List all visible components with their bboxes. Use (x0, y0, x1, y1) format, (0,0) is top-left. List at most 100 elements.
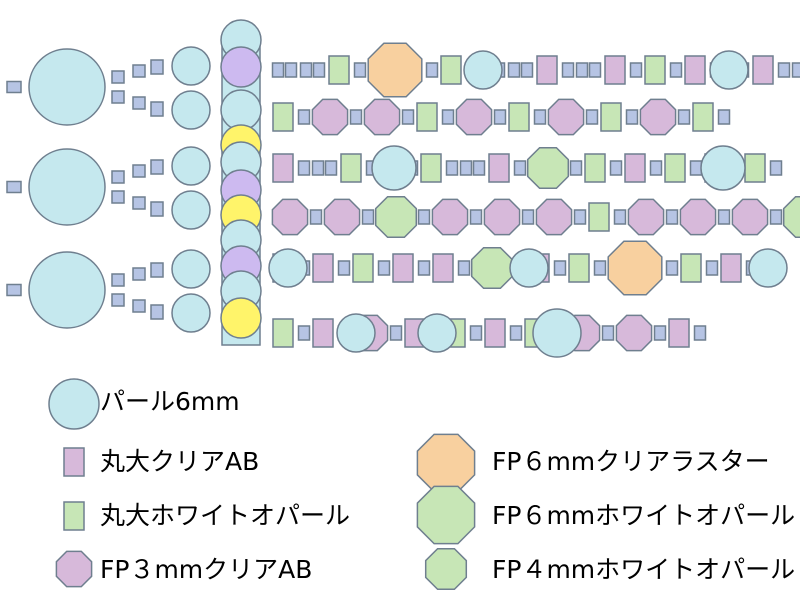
small-bead (705, 260, 719, 276)
round-large-white-opal-bead (272, 318, 294, 348)
round-large-clear-ab-bead (312, 318, 334, 348)
pearl-bead (700, 145, 746, 191)
small-bead (575, 62, 589, 78)
pearl-bead (336, 313, 376, 353)
small-bead (150, 59, 164, 75)
pearl-bead (532, 308, 582, 358)
small-bead (441, 109, 455, 125)
small-bead (717, 109, 731, 125)
small-bead (111, 190, 125, 204)
small-bead (520, 62, 534, 78)
small-bead (309, 209, 323, 225)
round-large-clear-ab-bead (392, 253, 414, 283)
fp3mm-clear-ab-bead (731, 198, 769, 236)
small-bead (311, 160, 325, 176)
fp3mm-clear-ab-icon (55, 550, 93, 588)
round-large-white-opal-bead (420, 153, 442, 183)
small-bead (417, 260, 431, 276)
round-large-clear-ab-bead (488, 153, 510, 183)
round-large-white-opal-bead (568, 253, 590, 283)
fp3mm-clear-ab-bead (615, 314, 653, 352)
fp3mm-clear-ab-bead (363, 98, 401, 136)
small-bead (349, 109, 363, 125)
small-bead (111, 170, 125, 184)
pearl-bead (171, 293, 211, 333)
fp4mm-white-opal-bead (374, 195, 418, 239)
legend-label-fp4mm-white-opal: FP４mmホワイトオパール (492, 555, 796, 584)
round-large-white-opal-bead (508, 102, 530, 132)
fp3mm-clear-ab-bead (483, 198, 521, 236)
small-bead (769, 209, 783, 225)
round-large-white-opal-bead (272, 102, 294, 132)
round-large-white-opal-bead (340, 153, 362, 183)
fp3mm-clear-ab-bead (547, 98, 585, 136)
round-large-white-opal-bead (352, 253, 374, 283)
round-large-clear-ab-icon (63, 447, 85, 477)
pearl-bead (171, 249, 211, 289)
small-bead (533, 109, 547, 125)
round-large-white-opal-bead (416, 102, 438, 132)
small-bead (312, 62, 326, 78)
small-bead (472, 160, 486, 176)
legend-label-round-large-clear-ab: 丸大クリアAB (100, 447, 260, 476)
small-bead (6, 80, 22, 94)
bead-pattern (6, 19, 800, 358)
fp3mm-clear-ab-bead (455, 98, 493, 136)
small-bead (425, 62, 439, 78)
small-bead (791, 62, 800, 78)
round-large-white-opal-bead (644, 55, 666, 85)
pearl-bead (171, 146, 211, 186)
round-large-clear-ab-bead (536, 55, 558, 85)
pearl-bead (171, 90, 211, 130)
round-large-clear-ab-bead (720, 253, 742, 283)
fp4mm-white-opal-bead (526, 146, 570, 190)
small-bead (769, 160, 783, 176)
small-bead (513, 160, 527, 176)
fp6mm-clear-luster-icon (416, 433, 476, 493)
round-large-clear-ab-bead (312, 253, 334, 283)
small-bead (588, 62, 602, 78)
round-large-white-opal-bead (680, 253, 702, 283)
small-bead (469, 209, 483, 225)
small-bead (509, 325, 523, 341)
small-bead (132, 164, 146, 178)
pearl-bead (748, 248, 788, 288)
small-bead (132, 64, 146, 78)
small-bead (507, 62, 521, 78)
round-large-white-opal-bead (440, 55, 462, 85)
spine-pearl-bead (220, 89, 262, 131)
small-bead (629, 62, 643, 78)
small-bead (150, 101, 164, 117)
small-bead (609, 160, 623, 176)
small-bead (649, 160, 663, 176)
spine-yellow-bead (220, 297, 262, 339)
small-bead (677, 109, 691, 125)
small-bead (717, 209, 731, 225)
small-bead (150, 159, 164, 175)
legend-icons (48, 378, 476, 591)
small-bead (297, 160, 311, 176)
fp4mm-white-opal-icon (424, 547, 468, 591)
small-bead (417, 209, 431, 225)
fp6mm-white-opal-icon (416, 485, 476, 545)
legend-label-fp6mm-clear-luster: FP６mmクリアラスター (492, 447, 770, 476)
small-bead (132, 299, 146, 313)
small-bead (777, 62, 791, 78)
fp3mm-clear-ab-bead (639, 98, 677, 136)
round-large-white-opal-bead (744, 153, 766, 183)
small-bead (561, 62, 575, 78)
round-large-clear-ab-bead (484, 318, 506, 348)
round-large-white-opal-bead (664, 153, 686, 183)
legend-label-round-large-white-opal: 丸大ホワイトオパール (100, 501, 351, 530)
large-pearl-bead (28, 48, 106, 126)
small-bead (601, 325, 615, 341)
pearl-bead (509, 248, 549, 288)
small-bead (585, 109, 599, 125)
small-bead (389, 325, 403, 341)
round-large-clear-ab-bead (752, 55, 774, 85)
small-bead (613, 209, 627, 225)
large-pearl-bead (28, 148, 106, 226)
round-large-clear-ab-bead (684, 55, 706, 85)
pearl-bead (171, 190, 211, 230)
round-large-clear-ab-bead (272, 153, 294, 183)
